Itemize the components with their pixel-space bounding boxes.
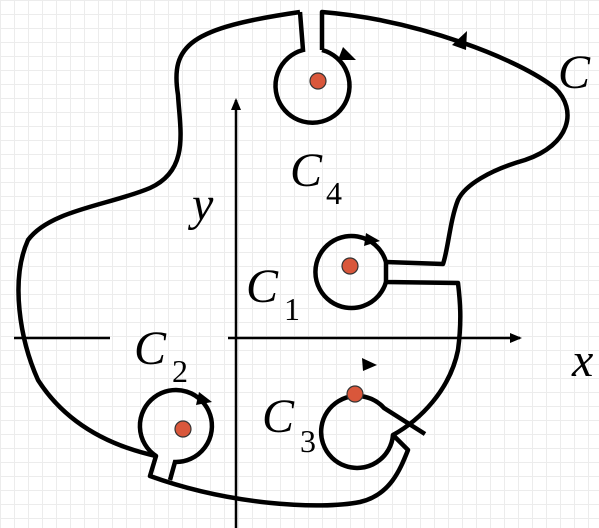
svg-text:4: 4 bbox=[326, 175, 342, 211]
label-C2: C 2 bbox=[134, 322, 188, 389]
svg-text:C: C bbox=[290, 144, 323, 197]
arrow-C3 bbox=[362, 358, 377, 371]
outer-contour-label: C bbox=[558, 46, 591, 99]
svg-text:1: 1 bbox=[284, 291, 300, 327]
svg-text:2: 2 bbox=[172, 353, 188, 389]
singular-point-C3 bbox=[346, 385, 364, 403]
arrow-C1 bbox=[364, 233, 380, 246]
label-C1: C 1 bbox=[246, 260, 300, 327]
arrow-C2 bbox=[196, 392, 212, 405]
singular-point-C2 bbox=[174, 420, 192, 438]
svg-text:C: C bbox=[134, 322, 167, 375]
arrow-C4 bbox=[338, 47, 356, 60]
svg-text:C: C bbox=[262, 390, 295, 443]
contour-C4-circle bbox=[273, 11, 352, 125]
x-axis-label: x bbox=[571, 334, 593, 387]
arrow-outer-contour bbox=[452, 31, 467, 50]
label-C3: C 3 bbox=[262, 390, 316, 459]
svg-text:3: 3 bbox=[300, 423, 316, 459]
outer-contour-C bbox=[16, 9, 570, 508]
contour-C3-circle bbox=[318, 393, 427, 471]
contour-C2-circle bbox=[137, 387, 215, 481]
singular-point-C1 bbox=[341, 257, 359, 275]
svg-text:C: C bbox=[246, 260, 279, 313]
label-C4: C 4 bbox=[290, 144, 342, 211]
y-axis-label: y bbox=[187, 178, 214, 231]
singular-point-C4 bbox=[309, 72, 327, 90]
